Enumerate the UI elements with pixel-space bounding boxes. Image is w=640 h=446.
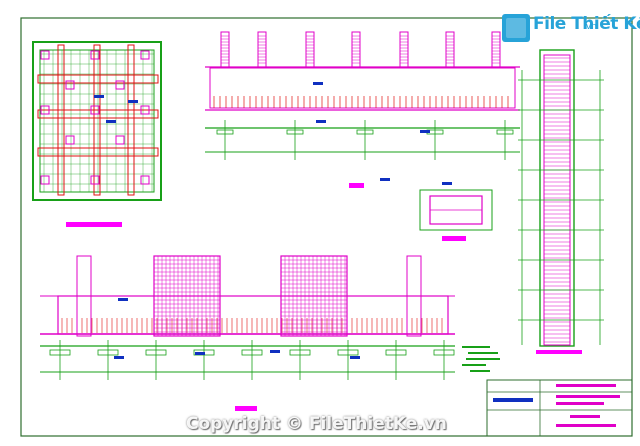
bottom-title-bar <box>235 406 257 411</box>
top-column-stubs <box>220 31 501 69</box>
file-logo-icon[interactable] <box>500 12 625 44</box>
plan-grid-lines <box>40 50 154 192</box>
section-title-bar <box>442 236 466 241</box>
bottom-beam-stirrups <box>61 318 443 333</box>
copyright-watermark: Copyright © FileThietKe.vn <box>186 414 447 434</box>
beam-section-detail <box>419 189 493 241</box>
sheet-border <box>20 17 633 437</box>
logo-name-text: File Thiết Kế <box>533 14 640 34</box>
notes-block <box>462 346 500 372</box>
column-elevation-right <box>518 49 604 354</box>
title-block <box>486 379 633 437</box>
label-tags <box>94 82 452 359</box>
beam-elevation-top <box>205 31 520 188</box>
logo-domain: .vn <box>583 22 597 32</box>
column-title-bar <box>536 350 582 354</box>
notes-lines <box>462 346 500 372</box>
top-title-bar <box>349 183 364 188</box>
bottom-dimension-ticks <box>49 340 455 380</box>
logo-name[interactable]: File Thiết Kế <box>533 14 640 34</box>
plan-title-bar <box>66 222 122 227</box>
column-level-marks <box>518 79 604 321</box>
plan-column-marks <box>40 50 150 185</box>
top-beam-stirrups <box>213 96 509 108</box>
beam-elevation-bottom <box>40 255 455 411</box>
top-dimension-ticks <box>216 120 514 160</box>
foundation-plan <box>32 41 162 227</box>
bottom-mesh-blocks <box>153 255 347 337</box>
